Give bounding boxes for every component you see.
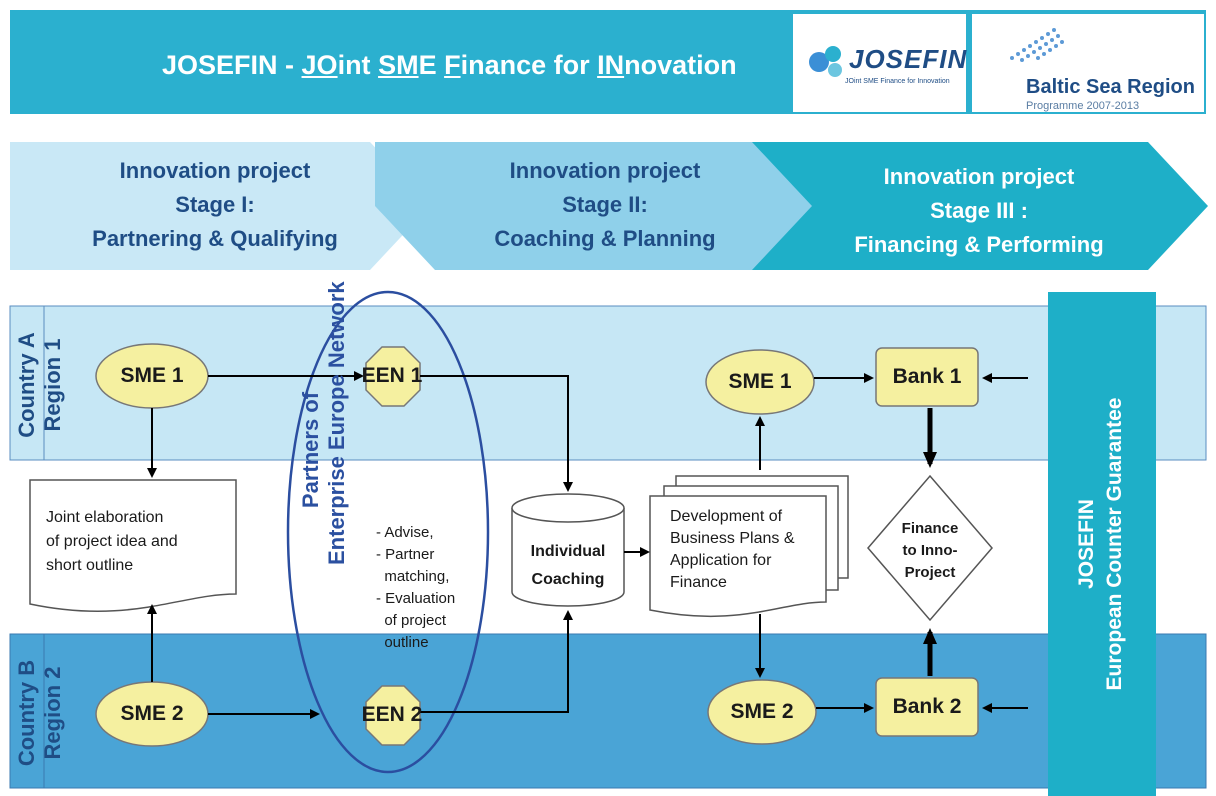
een2-node [365, 685, 421, 746]
sme2-a-label: SME 2 [120, 702, 184, 725]
business-plans-doc-shape [649, 475, 849, 618]
dotted-map-icon [1010, 28, 1064, 62]
bank1-node [875, 347, 979, 407]
josefin-logo-subtitle: JOint SME Finance for Innovation [845, 78, 950, 85]
lane-country-a [9, 305, 1207, 461]
connector-arrows [147, 371, 1028, 719]
stage-2-chevron [375, 142, 834, 270]
sme2-node-b [707, 679, 817, 745]
coaching-cylinder-shape [511, 493, 625, 607]
stage-1-chevron [10, 142, 430, 270]
een1-node [365, 346, 421, 407]
sme1-a-label: SME 1 [120, 364, 184, 387]
josefin-logo: JOSEFIN JOint SME Finance for Innovation [793, 14, 966, 112]
finance-diamond-shape [867, 474, 993, 622]
sme1-b-label: SME 1 [728, 370, 792, 393]
programme-logo: Baltic Sea Region Programme 2007-2013 [972, 14, 1204, 112]
stage-3-chevron [752, 142, 1208, 270]
bank1-label: Bank 1 [892, 365, 962, 388]
bank2-node [875, 677, 979, 737]
sme1-node-b [705, 349, 815, 415]
een2-label: EEN 2 [361, 703, 423, 726]
page-title: JOSEFIN - JOint SME Finance for INnovati… [162, 50, 737, 80]
een-services-text: - Advise,- Partner matching,- Evaluation… [376, 524, 456, 651]
lane-country-b [9, 633, 1207, 789]
programme-logo-title: Baltic Sea Region [1026, 76, 1195, 98]
guarantee-column [1048, 292, 1156, 796]
bank2-label: Bank 2 [892, 695, 962, 718]
een1-label: EEN 1 [361, 364, 423, 387]
sme2-b-label: SME 2 [730, 700, 794, 723]
een-network-ellipse [286, 290, 490, 774]
josefin-logo-text: JOSEFIN [849, 44, 968, 74]
josefin-logo-icon [809, 46, 842, 77]
programme-logo-subtitle: Programme 2007-2013 [1026, 100, 1140, 112]
